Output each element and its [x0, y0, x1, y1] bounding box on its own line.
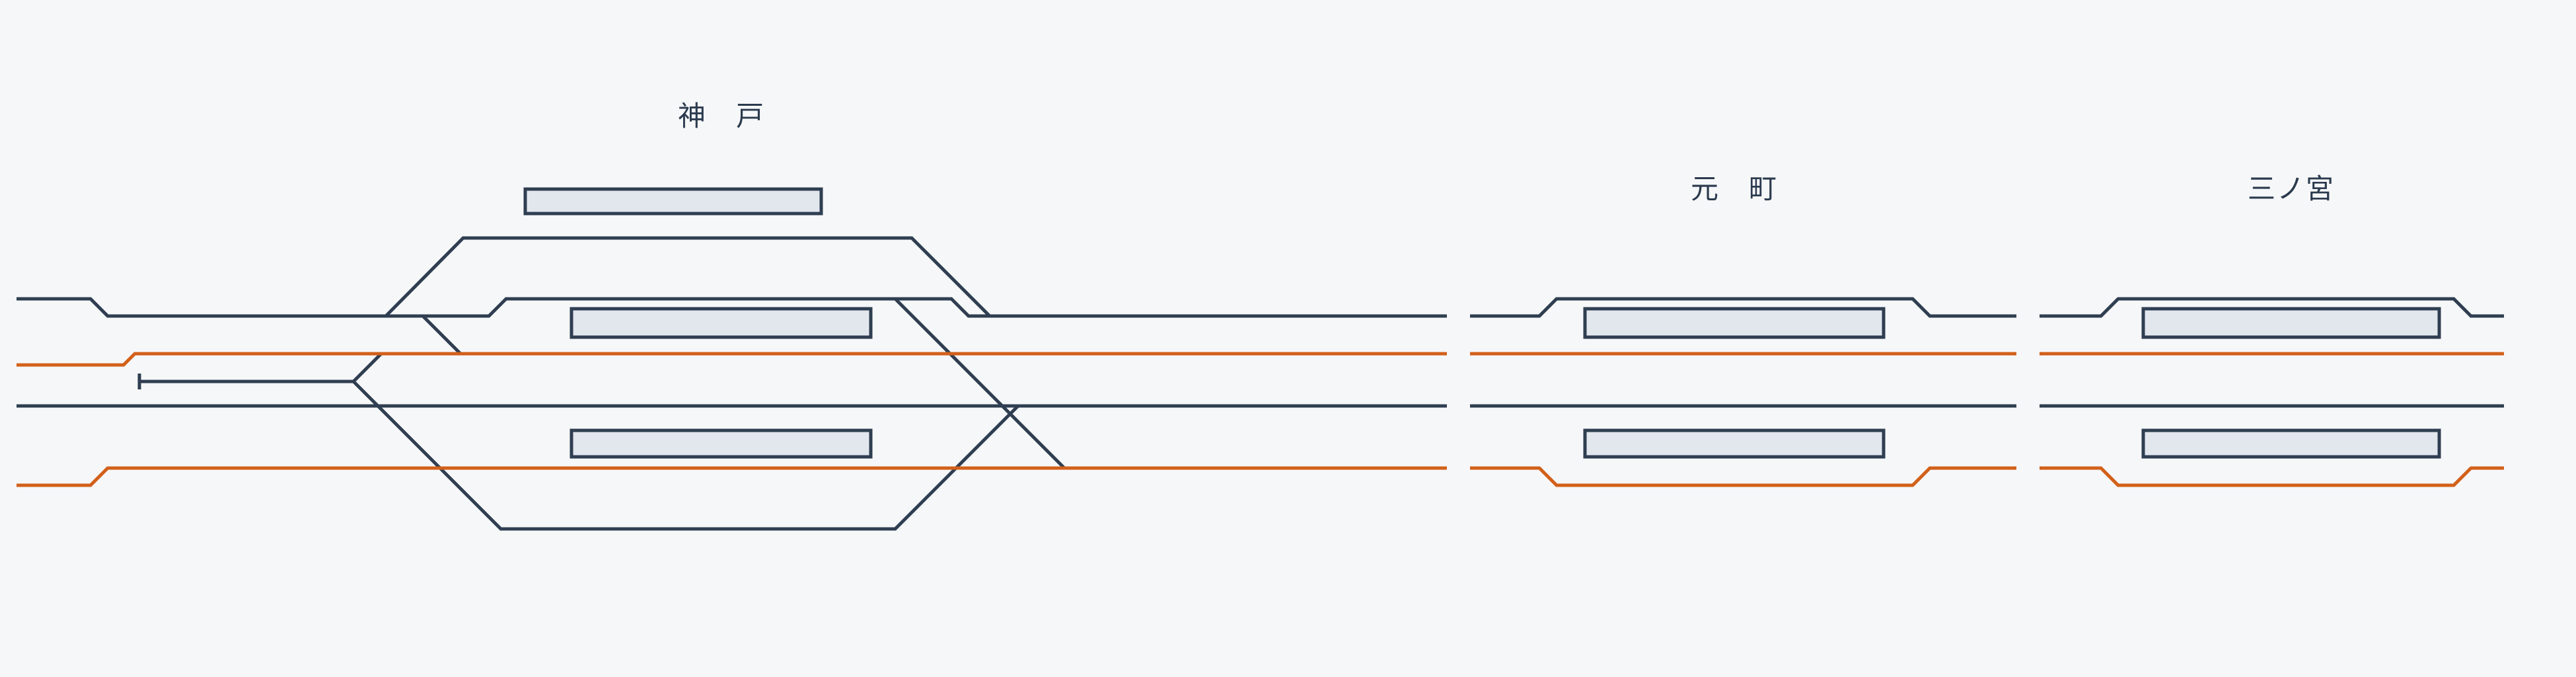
kobe-dead-end-siding-and-goods-loop	[139, 379, 1019, 531]
orange-line-2-motomachi-section	[1470, 466, 2016, 487]
kobe-island-platform-2	[570, 428, 873, 459]
dark-line-1-kobe-section	[17, 297, 1447, 318]
motomachi-platform-1	[1583, 307, 1886, 339]
dark-line-1-sannomiya-section	[2040, 297, 2504, 318]
kobe-east-crossover	[894, 298, 1066, 469]
kobe-side-platform	[523, 187, 823, 216]
sannomiya-platform-2	[2141, 428, 2441, 459]
orange-line-2-sannomiya-section	[2040, 466, 2504, 487]
sannomiya-platform-1	[2141, 307, 2441, 339]
kobe-siding-link-to-orange-line	[352, 352, 383, 383]
station-label: 三ノ宮	[2248, 173, 2335, 204]
tracks-layer	[17, 236, 2504, 531]
motomachi-platform-2	[1583, 428, 1886, 459]
station-labels-layer: 神 戸元 町 三ノ宮	[678, 100, 2335, 204]
dark-line-1-motomachi-section	[1470, 297, 2016, 318]
orange-line-1-kobe-section	[17, 352, 1447, 367]
kobe-island-platform-1	[570, 307, 873, 339]
station-label: 元 町	[1691, 173, 1778, 204]
station-label: 神 戸	[678, 100, 765, 132]
orange-line-2-kobe-section	[17, 466, 1447, 487]
platforms-layer	[523, 187, 2441, 459]
kobe-west-crossover	[422, 315, 462, 355]
kobe-side-platform-loop-track	[385, 236, 991, 317]
